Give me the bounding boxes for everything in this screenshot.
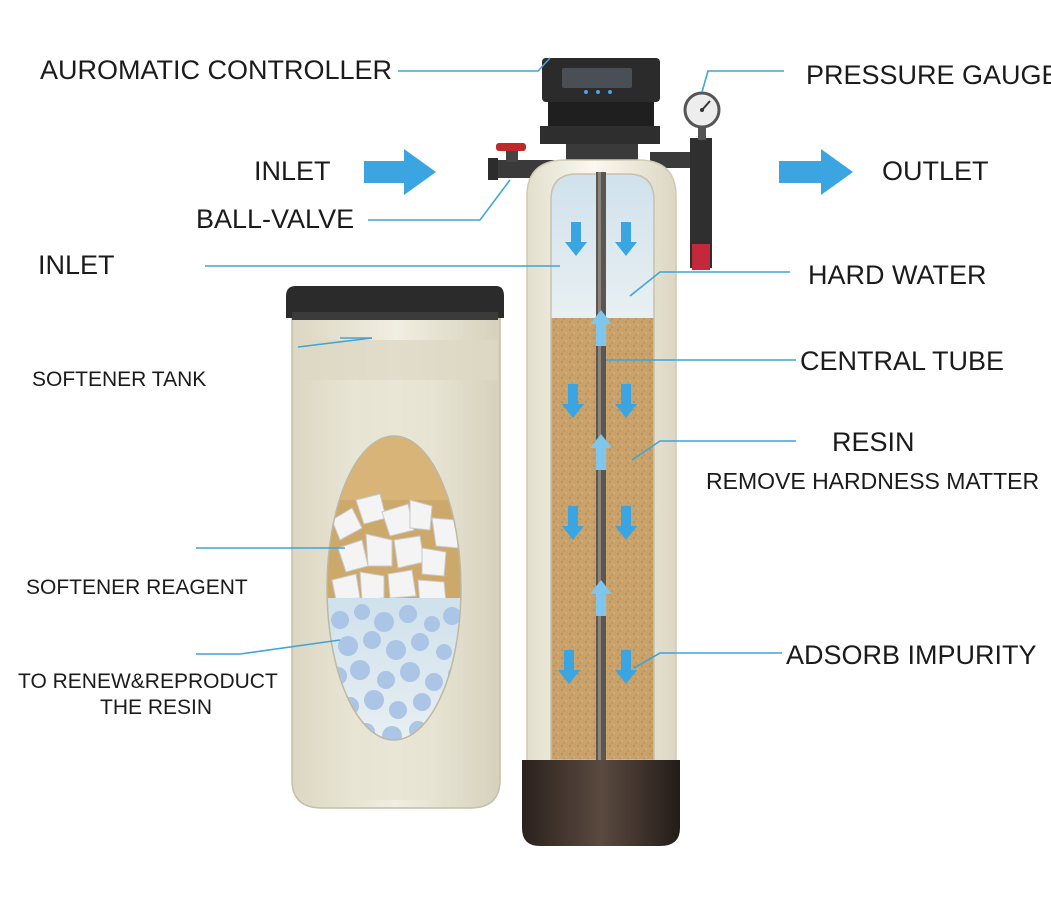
label-pressure-gauge: PRESSURE GAUGE: [806, 60, 1051, 90]
label-ball-valve: BALL-VALVE: [196, 204, 355, 234]
leader-controller: [398, 57, 551, 72]
label-automatic-controller: AUROMATIC CONTROLLER: [40, 55, 393, 85]
label-renew-line1: TO RENEW&REPRODUCT: [18, 670, 278, 693]
leader-hard-water: [629, 271, 790, 297]
inlet-arrow: [364, 149, 436, 195]
label-softener-reagent: SOFTENER REAGENT: [26, 576, 248, 599]
leader-adsorb: [633, 652, 782, 669]
softener-vessel: [522, 159, 680, 846]
label-outlet: OUTLET: [882, 156, 989, 186]
outlet-arrow: [779, 149, 853, 195]
control-valve-head: [540, 58, 660, 166]
label-hard-water: HARD WATER: [808, 260, 987, 290]
flow-arrows-down: [558, 222, 637, 684]
vessel-base: [522, 760, 680, 846]
label-resin: RESIN: [832, 427, 915, 457]
brine-tank-lid: [286, 286, 504, 318]
leader-lines: [196, 57, 796, 669]
brine-tank: [286, 286, 504, 809]
flow-arrows-up: [590, 310, 612, 616]
leader-renew: [196, 639, 341, 655]
label-central-tube: CENTRAL TUBE: [800, 346, 1005, 376]
label-adsorb-impurity: ADSORB IMPURITY: [786, 640, 1037, 670]
label-remove-hardness: REMOVE HARDNESS MATTER: [706, 468, 1040, 494]
label-renew-line2: THE RESIN: [100, 696, 213, 719]
label-softener-tank: SOFTENER TANK: [32, 368, 207, 391]
leader-resin: [631, 440, 796, 461]
outlet-pipe-pressure-gauge: [650, 91, 721, 270]
label-inlet-top: INLET: [254, 156, 331, 186]
leader-pressure-gauge: [701, 70, 784, 93]
label-inlet-side: INLET: [38, 250, 115, 280]
leader-ball-valve: [368, 179, 511, 221]
